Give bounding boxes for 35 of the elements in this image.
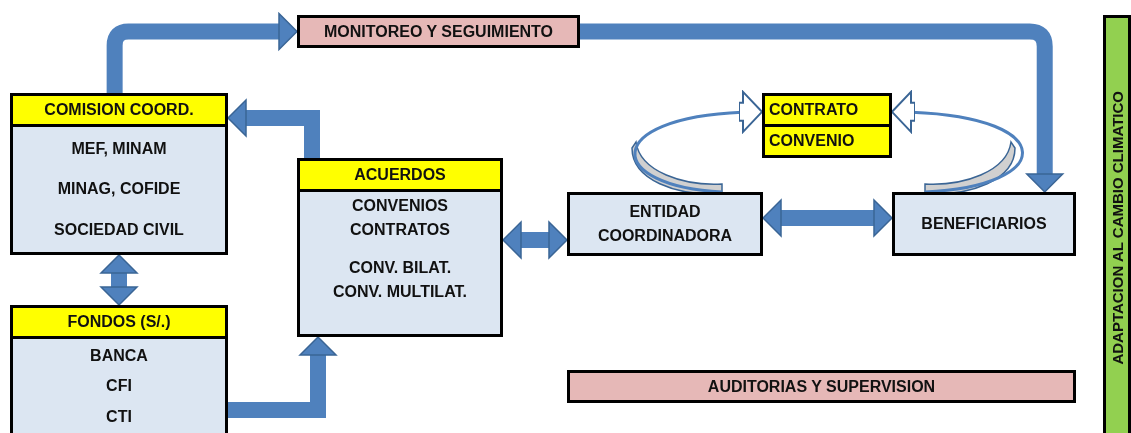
heading-label: COMISION COORD. bbox=[13, 96, 225, 127]
label-box bbox=[762, 93, 892, 158]
node-text: CONVENIOS bbox=[352, 196, 448, 216]
block-arrow bbox=[228, 336, 337, 418]
node-label: AUDITORIAS Y SUPERVISION bbox=[706, 376, 937, 397]
block-arrow bbox=[100, 254, 138, 306]
node-text: BANCA bbox=[90, 346, 148, 367]
process-box bbox=[567, 192, 763, 256]
process-box bbox=[10, 93, 228, 255]
node-text: MINAG, COFIDE bbox=[57, 179, 181, 200]
heading-label: ACUERDOS bbox=[300, 161, 500, 192]
heading-label: FONDOS (S/.) bbox=[13, 308, 225, 339]
block-arrow bbox=[227, 99, 320, 158]
block-arrow bbox=[580, 23, 1064, 193]
node-text: MEF, MINAM bbox=[71, 139, 167, 160]
node-text: CFI bbox=[106, 376, 132, 397]
node-label: BENEFICIARIOS bbox=[920, 214, 1048, 234]
node-label: MONITOREO Y SEGUIMIENTO bbox=[322, 21, 555, 42]
node-label: ENTIDAD COORDINADORA bbox=[596, 202, 734, 246]
side-band bbox=[1103, 15, 1131, 433]
block-arrow bbox=[762, 199, 893, 237]
node-text: CONV. MULTILAT. bbox=[333, 282, 467, 302]
node-label: CONVENIO bbox=[765, 124, 889, 155]
banner-box bbox=[567, 370, 1076, 403]
node-text: SOCIEDAD CIVIL bbox=[54, 219, 184, 240]
process-box bbox=[297, 158, 503, 337]
block-arrow bbox=[502, 221, 568, 259]
process-box bbox=[892, 192, 1076, 256]
node-text: CTI bbox=[106, 406, 132, 427]
process-box bbox=[10, 305, 228, 433]
band-label: ADAPTACION AL CAMBIO CLIMATICO bbox=[1108, 90, 1126, 365]
node-text: CONV. BILAT. bbox=[348, 258, 452, 278]
node-label: CONTRATO bbox=[768, 100, 860, 120]
node-text: CONTRATOS bbox=[350, 220, 450, 240]
banner-box bbox=[297, 15, 580, 48]
